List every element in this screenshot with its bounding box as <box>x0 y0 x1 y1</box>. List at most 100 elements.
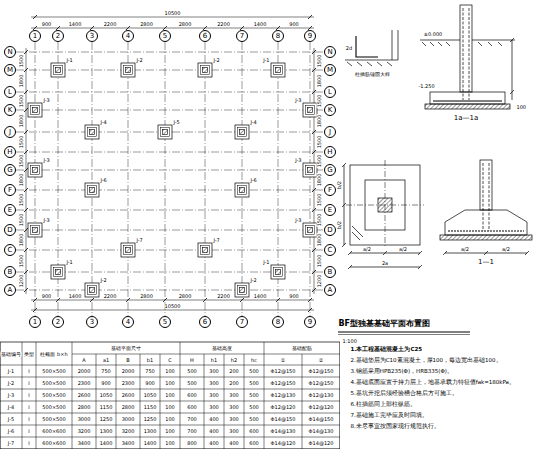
drawing-stroke <box>56 270 61 275</box>
dimension: 2800 <box>140 294 154 299</box>
axis-label: 2 <box>56 33 60 40</box>
table-cell: I <box>28 405 30 410</box>
axis-label: C <box>8 247 13 254</box>
footing-tag: J-2 <box>250 278 257 283</box>
drawing-stroke <box>383 251 387 255</box>
table-cell: 500 <box>249 417 260 422</box>
drawing-stroke <box>28 223 42 237</box>
note-line: 4.基础底面应置于持力层上，地基承载力特征值fak=180kPa。 <box>350 380 515 386</box>
drawing-stroke <box>448 231 524 232</box>
drawing-stroke <box>306 166 315 175</box>
drawing-stroke <box>35 42 36 316</box>
table-header: hc <box>251 357 258 362</box>
drawing-stroke <box>478 42 482 46</box>
drawing-stroke <box>31 17 314 18</box>
dimension: 2d <box>345 46 352 51</box>
drawing-stroke <box>24 168 28 172</box>
drawing-stroke <box>163 298 167 302</box>
footing-tag: J-3 <box>295 98 302 103</box>
axis-bubble: M <box>4 64 16 76</box>
drawing-stroke <box>387 62 392 66</box>
drawing-stroke <box>16 190 324 191</box>
dimension: 1500 <box>19 54 24 68</box>
dimension: 1400 <box>68 294 82 299</box>
drawing-stroke <box>443 251 447 255</box>
axis-label: L <box>328 89 332 96</box>
drawing-stroke <box>126 298 130 302</box>
table-cell: 600×600 <box>42 429 66 434</box>
dimension: 1500 <box>19 213 24 227</box>
footing-tag: J-4 <box>100 120 107 125</box>
table-header: a1 <box>102 357 109 362</box>
table-cell: 2600 <box>77 393 91 398</box>
drawing-stroke <box>460 5 472 92</box>
drawing-stroke <box>392 30 393 60</box>
drawing-stroke <box>96 354 97 449</box>
drawing-stroke <box>24 248 28 252</box>
axis-label: J <box>9 129 11 136</box>
table-cell: 1300 <box>99 429 113 434</box>
table-cell: 2800 <box>77 405 91 410</box>
drawing-stroke <box>24 208 28 212</box>
dimension: 2800 <box>140 22 154 27</box>
drawing-stroke <box>308 308 312 312</box>
drawing-stroke <box>348 251 352 255</box>
axis-label: 7 <box>240 33 244 40</box>
axis-bubble: D <box>4 224 16 236</box>
table-cell: 800 <box>187 441 198 446</box>
table-cell: 100 <box>165 429 176 434</box>
axis-label: G <box>327 167 332 174</box>
dimension: 1400 <box>68 22 82 27</box>
drawing-stroke <box>85 183 99 197</box>
note-line: 7.基础施工完毕应及时回填。 <box>350 413 428 419</box>
axis-bubble: E <box>324 204 336 216</box>
drawing-stroke <box>28 103 42 117</box>
table-header: ① <box>280 357 285 362</box>
drawing-stroke <box>121 243 135 257</box>
axis-label: 2 <box>56 319 60 326</box>
table-header: h1 <box>210 357 217 362</box>
section-mark: 1—1 <box>478 259 495 266</box>
drawing-stroke <box>312 188 316 192</box>
drawing-stroke <box>24 270 28 274</box>
table-cell: 700 <box>187 417 198 422</box>
drawing-stroke <box>352 226 363 237</box>
dimension: 2800 <box>178 22 192 27</box>
drawing-stroke <box>201 246 210 255</box>
axis-label: 1 <box>33 319 37 326</box>
drawing-stroke <box>204 354 205 449</box>
dimension: 1800 <box>317 74 322 88</box>
table-cell: 400 <box>209 429 220 434</box>
table-cell: J-1 <box>7 369 14 374</box>
table-cell: 3000 <box>121 417 135 422</box>
drawing-stroke <box>90 188 95 193</box>
drawing-stroke <box>126 248 131 253</box>
drawing-stroke <box>338 331 470 332</box>
axis-bubble: J <box>4 126 16 138</box>
drawing-stroke <box>121 63 135 77</box>
table-cell: 400 <box>209 441 220 446</box>
drawing-stroke <box>24 228 28 232</box>
table-cell: 300 <box>229 417 240 422</box>
drawing-stroke <box>51 265 65 279</box>
axis-bubble: B <box>4 266 16 278</box>
table-cell: Φ12@130 <box>270 393 296 398</box>
table-cell: J-3 <box>7 393 14 398</box>
table-cell: Φ14@130 <box>308 429 334 434</box>
axis-label: L <box>8 89 12 96</box>
drawing-stroke <box>24 130 28 134</box>
drawing-stroke <box>85 283 99 297</box>
table-cell: 300 <box>229 393 240 398</box>
axis-label: 6 <box>203 33 207 40</box>
drawing-stroke <box>512 40 513 100</box>
drawing-stroke <box>338 334 470 335</box>
dimension: 10500 <box>164 11 181 16</box>
drawing-stroke <box>203 248 208 253</box>
axis-bubble: M <box>324 64 336 76</box>
drawing-stroke <box>274 66 283 75</box>
drawing-stroke <box>440 235 532 240</box>
drawing-stroke <box>271 265 285 279</box>
drawing-stroke <box>0 437 340 438</box>
drawing-stroke <box>31 310 314 311</box>
table-cell: J-4 <box>7 405 14 410</box>
